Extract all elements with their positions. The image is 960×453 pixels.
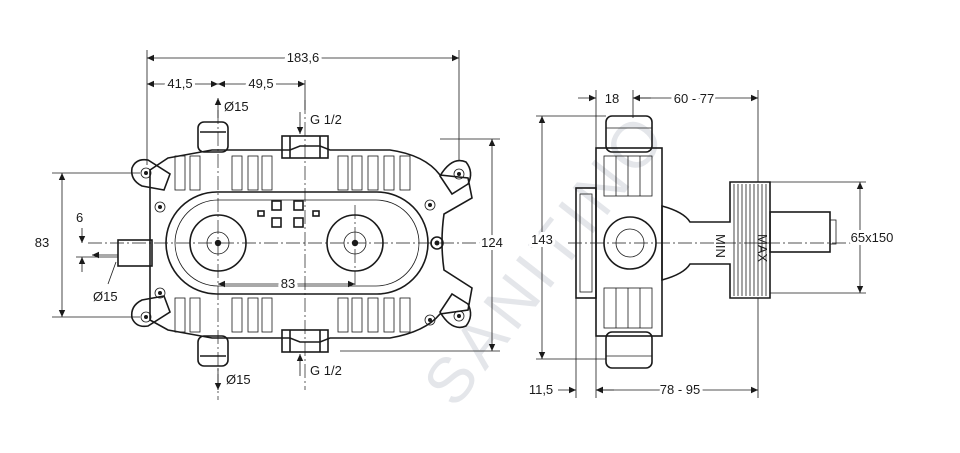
dim-axis-distance: 83 [281, 276, 295, 291]
label-outlet-left: Ø15 [93, 289, 118, 304]
label-min: MIN [713, 234, 728, 258]
dim-left-height: 83 [35, 235, 49, 250]
dim-top-small: 18 [605, 91, 619, 106]
side-cartridge-housing [661, 181, 771, 299]
front-mounting-lugs [130, 158, 472, 329]
side-top-connector [605, 115, 653, 153]
dim-offset-center: 49,5 [248, 76, 273, 91]
dim-overall-width: 183,6 [287, 50, 320, 65]
dim-right-height: 124 [481, 235, 503, 250]
side-dimensions: 18 60 - 77 143 65x150 11,5 78 - 95 [528, 88, 896, 400]
label-outlet-bottom: Ø15 [226, 372, 251, 387]
label-inlet-bottom: G 1/2 [310, 363, 342, 378]
dim-bottom-range: 78 - 95 [660, 382, 700, 397]
label-outlet-top: Ø15 [224, 99, 249, 114]
front-left-pipe [117, 239, 153, 267]
front-top-connectors [197, 121, 329, 159]
dim-side-height: 143 [531, 232, 553, 247]
side-thread [733, 184, 767, 296]
watermark-text: SANITINO [409, 98, 681, 418]
dim-bottom-small: 11,5 [529, 382, 553, 397]
front-ribs-bottom [174, 297, 411, 333]
dim-left-small: 6 [76, 210, 83, 225]
side-spindle [769, 211, 831, 253]
dim-flange-size: 65x150 [851, 230, 894, 245]
side-internal-ribs [603, 155, 653, 329]
dim-top-range: 60 - 77 [674, 91, 714, 106]
front-view [88, 100, 480, 400]
front-ribs-top [174, 155, 411, 191]
label-inlet-top: G 1/2 [310, 112, 342, 127]
side-bottom-connector [605, 331, 653, 369]
front-dimensions: 183,6 41,5 49,5 Ø15 G 1/2 83 6 Ø15 83 Ø1… [32, 47, 506, 390]
label-max: MAX [755, 234, 770, 263]
front-center-marks [257, 200, 320, 228]
front-housing-outline [149, 145, 473, 343]
front-bottom-connectors [197, 329, 329, 367]
dim-offset-left: 41,5 [167, 76, 192, 91]
side-view: MIN MAX [568, 115, 860, 369]
